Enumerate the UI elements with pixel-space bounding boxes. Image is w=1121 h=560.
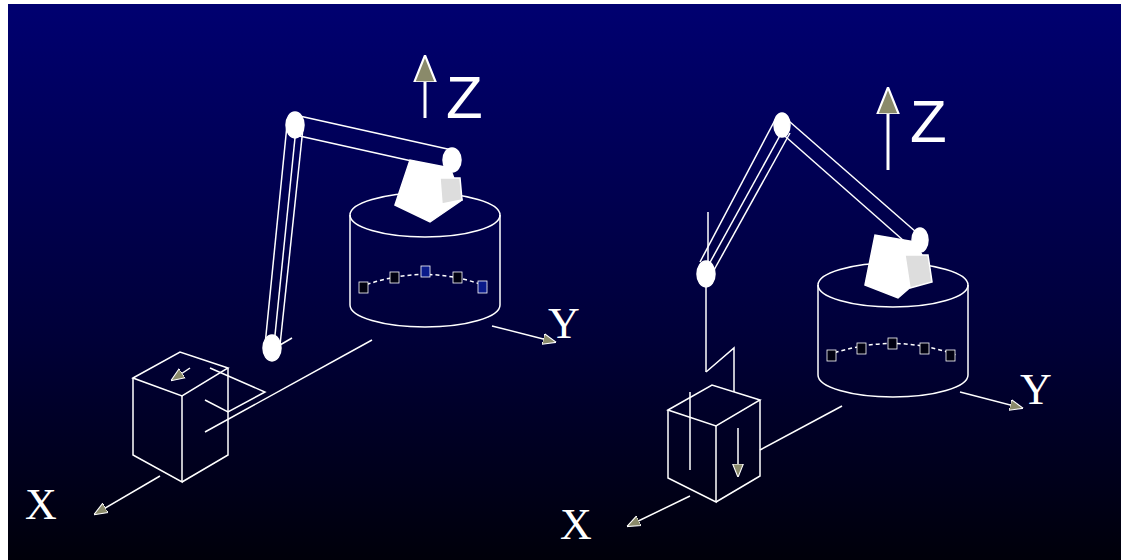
axis-label: X bbox=[560, 503, 592, 547]
axis-label: Z bbox=[910, 92, 947, 152]
axis-label: Z bbox=[446, 68, 483, 128]
axis-label: X bbox=[25, 483, 57, 527]
axis-label: Y bbox=[1020, 368, 1052, 412]
axis-label: Y bbox=[548, 302, 580, 346]
